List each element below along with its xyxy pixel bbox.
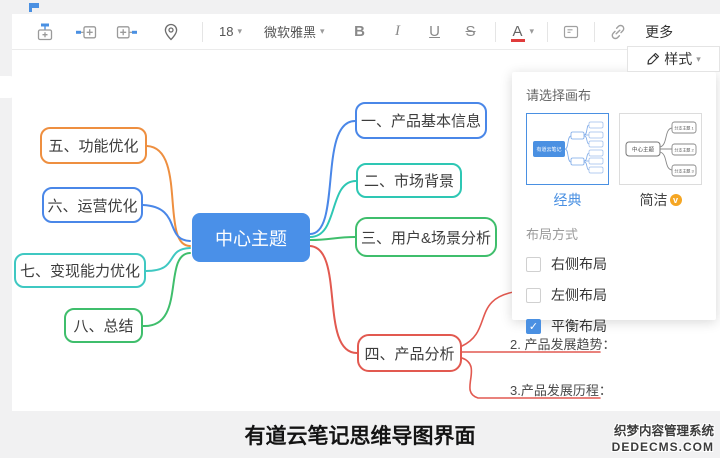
style-panel: 请选择画布 有道云笔记	[512, 72, 716, 334]
theme-simple-thumbnail: 中心主题 分支主题 1 分支主题 2 分支主题 3	[619, 113, 702, 185]
font-color-button[interactable]: A ▾	[510, 23, 535, 42]
watermark-line2: DEDECMS.COM	[611, 440, 714, 454]
layout-section-title: 布局方式	[526, 227, 579, 242]
cutoff-pin-icon	[28, 0, 40, 18]
chevron-down-icon: ▾	[529, 26, 535, 36]
font-size-select[interactable]: 18 ▾	[219, 24, 242, 39]
page-caption: 有道云笔记思维导图界面	[244, 425, 476, 448]
node-right-3[interactable]: 三、用户&场景分析	[355, 217, 497, 257]
node-label: 二、市场背景	[363, 173, 454, 190]
node-left-3[interactable]: 七、变现能力优化	[14, 253, 146, 288]
note-card-icon[interactable]	[560, 21, 582, 43]
toolbar-separator	[547, 21, 549, 42]
style-button-label: 样式	[664, 51, 693, 67]
theme-classic-thumbnail: 有道云笔记	[526, 113, 609, 185]
insert-node-right-icon[interactable]	[116, 21, 138, 43]
node-left-1[interactable]: 五、功能优化	[40, 127, 147, 164]
node-right-4[interactable]: 四、产品分析	[357, 334, 462, 372]
svg-text:分支主题 1: 分支主题 1	[674, 125, 694, 131]
theme-simple-label: 简洁 v	[640, 190, 682, 210]
layout-option-left[interactable]: 左侧布局	[526, 285, 702, 305]
font-color-swatch	[510, 39, 525, 42]
svg-text:有道云笔记: 有道云笔记	[536, 146, 561, 153]
theme-simple[interactable]: 中心主题 分支主题 1 分支主题 2 分支主题 3 简洁 v	[619, 113, 702, 210]
chevron-down-icon: ▾	[320, 26, 325, 36]
node-label: 七、变现能力优化	[19, 263, 140, 280]
watermark-line1: 织梦内容管理系统	[613, 424, 714, 439]
font-family-select[interactable]: 微软雅黑 ▾	[264, 22, 325, 41]
insert-node-left-icon[interactable]	[75, 21, 97, 43]
node-label: 四、产品分析	[364, 345, 455, 363]
node-label: 中心主题	[215, 228, 287, 249]
toolbar-separator	[494, 21, 496, 42]
vip-badge-icon: v	[669, 194, 682, 206]
font-size-value: 18	[219, 24, 234, 39]
canvas-picker-title: 请选择画布	[526, 88, 592, 103]
node-left-2[interactable]: 六、运营优化	[42, 187, 143, 223]
theme-classic-label: 经典	[553, 192, 582, 208]
node-right-1[interactable]: 一、产品基本信息	[355, 102, 487, 139]
bold-button[interactable]: B	[354, 23, 365, 40]
node-label: 八、总结	[73, 318, 134, 335]
svg-text:分支主题 3: 分支主题 3	[674, 168, 694, 174]
node-label: 五、功能优化	[48, 138, 139, 155]
location-pin-icon[interactable]	[160, 21, 182, 43]
node-label: 三、用户&场景分析	[360, 229, 491, 247]
italic-button[interactable]: I	[395, 23, 401, 39]
node-right-2[interactable]: 二、市场背景	[356, 163, 462, 198]
brush-icon	[647, 52, 660, 65]
node-center[interactable]: 中心主题	[192, 213, 310, 262]
node-left-4[interactable]: 八、总结	[64, 308, 143, 343]
subitem-trend[interactable]: 2. 产品发展趋势：	[510, 337, 616, 352]
subitem-history[interactable]: 3.产品发展历程：	[510, 383, 612, 398]
toolbar-separator	[594, 21, 596, 42]
mindmap-connectors	[142, 120, 601, 399]
font-color-letter: A	[512, 23, 523, 40]
chevron-down-icon: ▾	[237, 26, 242, 36]
insert-child-node-icon[interactable]	[34, 21, 56, 43]
font-family-value: 微软雅黑	[264, 25, 317, 40]
node-label: 六、运营优化	[47, 197, 138, 215]
underline-button[interactable]: U	[429, 23, 440, 40]
svg-text:分支主题 2: 分支主题 2	[674, 147, 694, 153]
toolbar: 18 ▾ 微软雅黑 ▾ B I U S A ▾ 更多	[12, 14, 720, 50]
link-icon[interactable]	[607, 21, 629, 43]
layout-option-right[interactable]: 右侧布局	[526, 254, 702, 274]
checkbox-unchecked[interactable]	[526, 256, 541, 272]
svg-text:中心主题: 中心主题	[632, 146, 655, 154]
strikethrough-button[interactable]: S	[465, 23, 476, 40]
canvas-edge-notch	[0, 76, 14, 98]
checkbox-unchecked[interactable]	[526, 287, 541, 303]
chevron-down-icon: ▾	[696, 53, 701, 64]
style-button[interactable]: 样式 ▾	[627, 46, 720, 72]
node-label: 一、产品基本信息	[360, 113, 481, 130]
layout-option-balanced[interactable]: ✓ 平衡布局	[526, 316, 702, 336]
toolbar-separator	[202, 21, 203, 42]
theme-classic[interactable]: 有道云笔记 经典	[526, 113, 609, 210]
watermark: 织梦内容管理系统 DEDECMS.COM	[612, 424, 714, 455]
checkbox-checked[interactable]: ✓	[526, 318, 541, 334]
more-button[interactable]: 更多	[645, 23, 674, 40]
